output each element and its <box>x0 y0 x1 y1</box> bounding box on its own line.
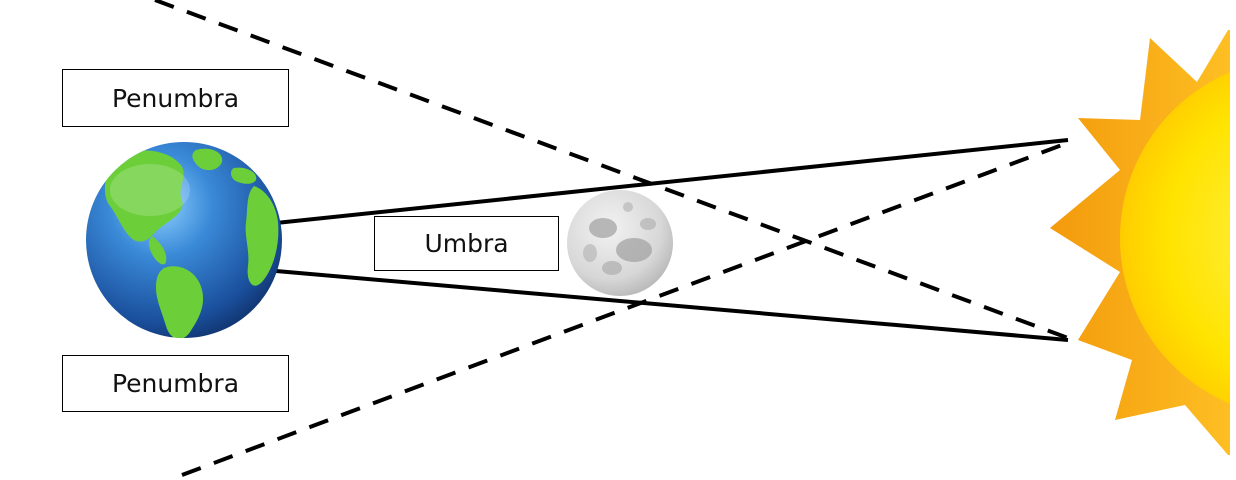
moon-icon <box>567 190 673 296</box>
penumbra-line-upper <box>154 0 1069 340</box>
umbra-line-upper <box>275 138 1069 225</box>
penumbra-label-top: Penumbra <box>62 69 289 127</box>
umbra-label: Umbra <box>374 216 559 271</box>
sun-core <box>1120 72 1230 404</box>
umbra-line-lower <box>275 269 1069 342</box>
penumbra-line-lower <box>181 140 1071 477</box>
earth-icon <box>86 142 282 338</box>
sun-icon <box>1050 30 1230 455</box>
penumbra-label-bottom: Penumbra <box>62 355 289 412</box>
